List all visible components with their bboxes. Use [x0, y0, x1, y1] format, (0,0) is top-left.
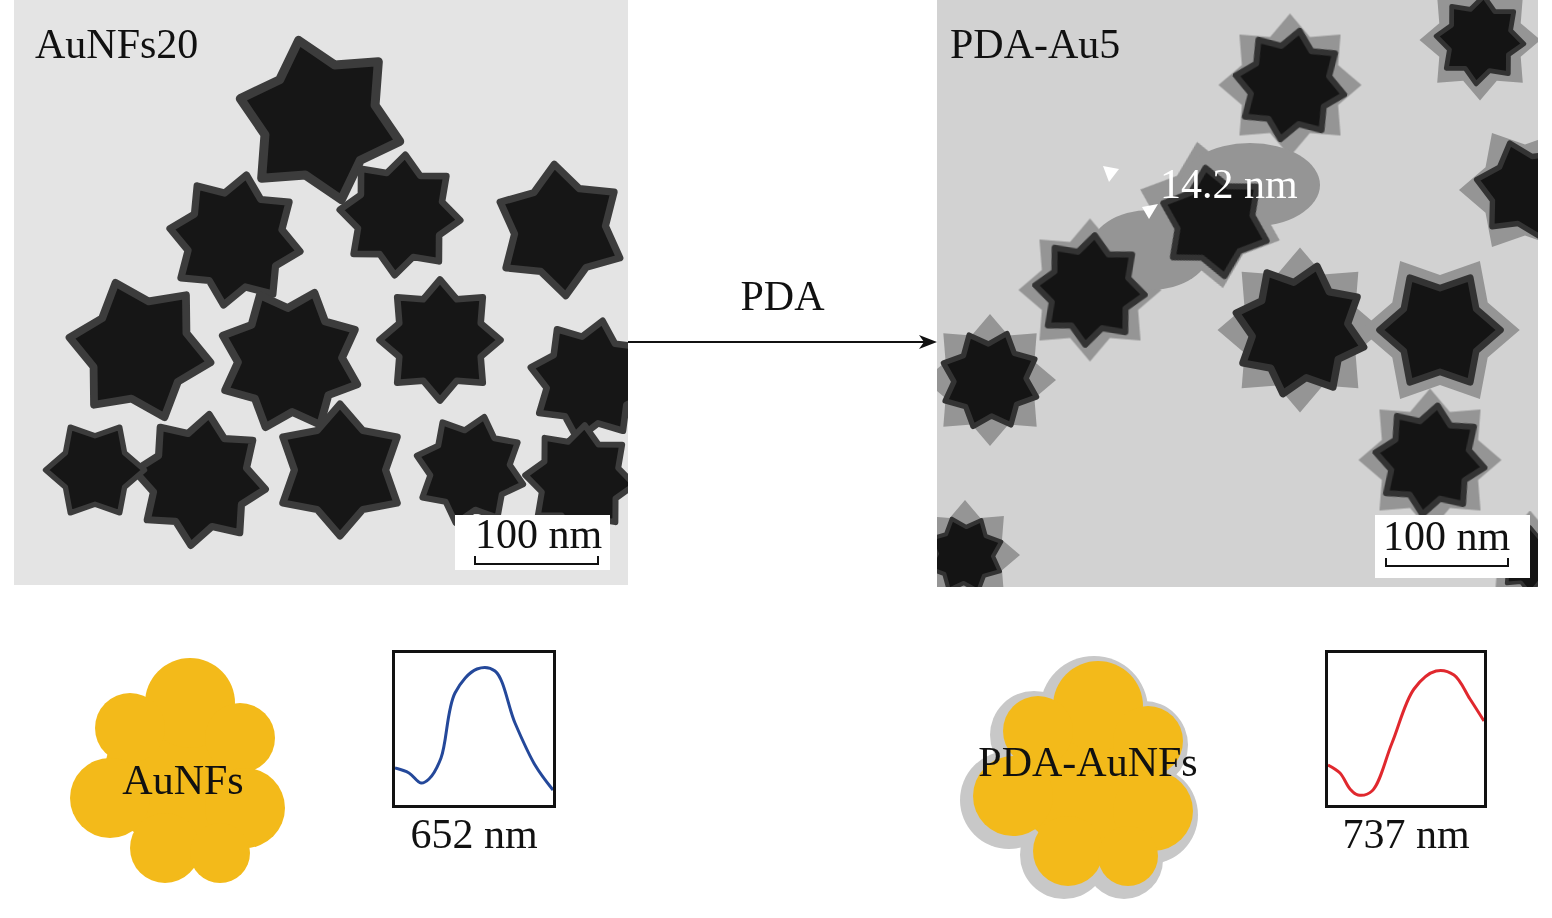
tem-background: [937, 0, 1538, 587]
coated-nanoflower-cartoon: PDA-AuNFs: [958, 646, 1223, 901]
nanoflower: [125, 405, 274, 554]
scale-bar: [1386, 558, 1508, 566]
scale-bar-label: 100 nm: [475, 513, 602, 555]
nanoflower: [45, 427, 144, 513]
nanoflower: [380, 280, 501, 401]
nanoflower: [254, 388, 425, 553]
spectrum-plot: 737 nm: [1325, 650, 1487, 808]
scale-bar: [475, 556, 598, 564]
gold-lobe: [130, 813, 200, 883]
pda-shell: [1218, 248, 1383, 413]
nanoflower: [1432, 0, 1527, 88]
pda-shell: [1459, 133, 1538, 247]
peak-wavelength: 737 nm: [1342, 813, 1469, 855]
sample-label: AuNFs20: [35, 23, 198, 65]
nanoflower: [1030, 230, 1149, 349]
reaction-arrow: [628, 335, 937, 349]
peak-wavelength: 652 nm: [410, 813, 537, 855]
nanoflower: [518, 308, 628, 452]
nanoflower-cartoon: AuNFs: [70, 648, 288, 883]
thickness-label: 14.2 nm: [1160, 163, 1298, 205]
edge-label: PDA: [740, 275, 824, 317]
spectrum-plot: 652 nm: [392, 650, 556, 808]
scale-bar-label: 100 nm: [1383, 515, 1510, 557]
nanoflower: [1219, 249, 1381, 411]
nanoflower: [59, 277, 221, 424]
gold-nanoflowers: [937, 0, 1538, 587]
tem-background: [14, 0, 628, 585]
nanoflower: [476, 150, 628, 309]
pda-shell: [1360, 261, 1520, 399]
gold-lobe: [1098, 826, 1158, 886]
nanoflower: [334, 149, 465, 280]
spectrum-axes: [1328, 653, 1484, 805]
nanoflower: [1226, 21, 1353, 148]
nanoflower: [937, 317, 1053, 444]
absorption-curve: [395, 668, 553, 790]
arrow-head: [919, 335, 937, 349]
nanoflower: [1368, 398, 1492, 522]
gold-lobe: [1033, 816, 1103, 886]
tem-image-panel: PDA-Au5 14.2 nm 100 nm: [937, 0, 1538, 587]
pda-coating: [960, 656, 1198, 899]
pda-shell: [937, 314, 1056, 446]
pda-shell: [1359, 389, 1502, 532]
nanoflower: [1380, 278, 1501, 383]
pda-shell: [1420, 0, 1539, 100]
tem-image-panel: AuNFs20 100 nm: [14, 0, 628, 585]
sample-label: PDA-Au5: [950, 23, 1120, 65]
cartoon-label: PDA-AuNFs: [978, 741, 1197, 783]
arrow-line: [628, 341, 924, 343]
scale-bar-box: [1375, 515, 1530, 578]
nanoflower: [1468, 138, 1538, 242]
pda-shells: [937, 0, 1538, 587]
pda-shell: [937, 500, 1020, 587]
spectrum-axes: [395, 653, 553, 805]
pda-shell: [1219, 14, 1362, 157]
cartoon-label: AuNFs: [122, 759, 243, 801]
gold-lobe: [190, 823, 250, 883]
absorption-curve: [1328, 671, 1484, 796]
thickness-marker: [1142, 204, 1158, 219]
nanoflower: [937, 504, 1016, 587]
gold-lobe: [95, 693, 165, 763]
gold-core: [70, 658, 285, 883]
gold-nanoflowers: [45, 30, 628, 555]
thickness-marker: [1103, 166, 1119, 182]
